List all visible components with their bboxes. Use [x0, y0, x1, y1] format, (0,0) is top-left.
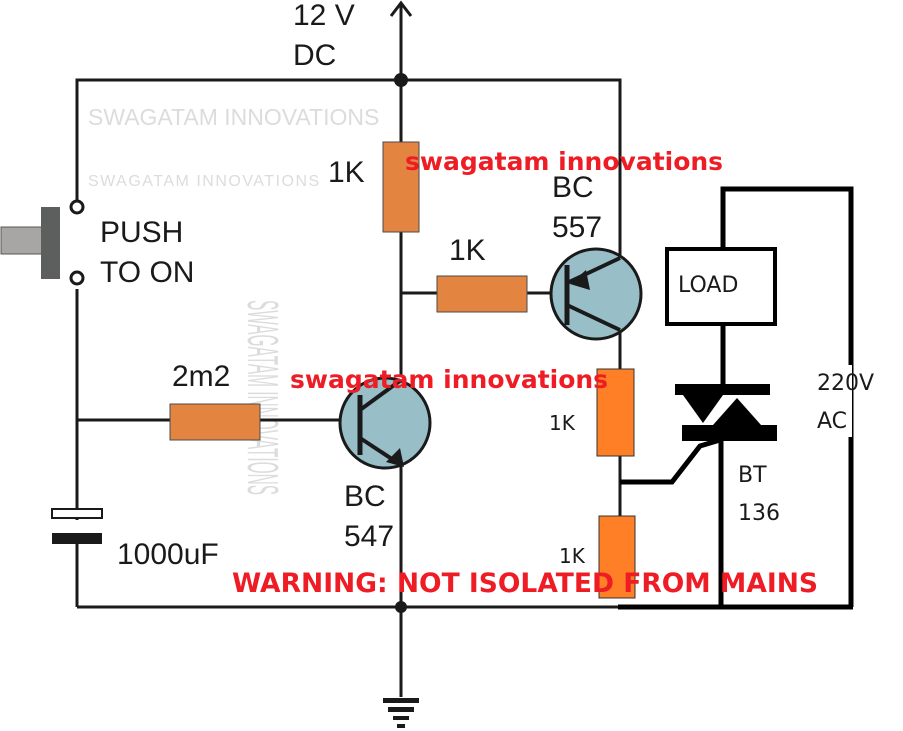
resistor-timing — [169, 403, 261, 441]
watermark-grey-vertical: SWAGATAM INNOVATIONS — [239, 300, 288, 495]
resistor-gate-upper — [596, 368, 635, 457]
transistor-npn — [338, 376, 432, 470]
watermark-red-mid: swagatam innovations — [290, 365, 608, 394]
resistor-top — [382, 141, 420, 233]
push-switch — [0, 199, 85, 286]
resistor-pnp-base — [436, 275, 528, 313]
triac-label-line1: BT — [738, 463, 767, 488]
mains-warning: WARNING: NOT ISOLATED FROM MAINS — [232, 568, 818, 599]
npn-label-line1: BC — [344, 480, 386, 513]
triac — [675, 384, 777, 441]
gate-wire — [620, 437, 721, 485]
transistor-pnp — [549, 247, 643, 341]
resistor-top-label: 1K — [328, 156, 365, 189]
wires — [75, 73, 622, 697]
npn-label-line2: 547 — [344, 520, 394, 553]
watermark-grey-small: SWAGATAM INNOVATIONS — [88, 173, 321, 190]
pnp-label-line1: BC — [552, 171, 594, 204]
switch-label-line2: TO ON — [100, 256, 194, 289]
watermark-grey-large: SWAGATAM INNOVATIONS — [88, 104, 379, 130]
switch-label-line1: PUSH — [100, 216, 183, 249]
supply-label-voltage: 12 V — [293, 0, 355, 32]
load-box — [665, 247, 777, 326]
supply-arrow — [389, 0, 413, 80]
resistor-gate-upper-label: 1K — [549, 411, 576, 435]
mains-label-line2: AC — [817, 409, 847, 434]
resistor-gate-lower — [598, 515, 636, 599]
capacitor — [51, 508, 103, 544]
resistor-timing-label: 2m2 — [172, 360, 230, 393]
mains-label-line1: 220V — [817, 371, 874, 396]
pnp-label-line2: 557 — [552, 211, 602, 244]
capacitor-label: 1000uF — [117, 538, 219, 571]
load-label: LOAD — [678, 273, 738, 298]
ground-symbol — [383, 698, 419, 728]
triac-label-line2: 136 — [738, 501, 780, 526]
watermark-red-top: swagatam innovations — [405, 147, 723, 176]
supply-label-type: DC — [293, 39, 336, 72]
resistor-gate-lower-label: 1K — [559, 544, 586, 568]
resistor-pnp-base-label: 1K — [449, 234, 486, 267]
